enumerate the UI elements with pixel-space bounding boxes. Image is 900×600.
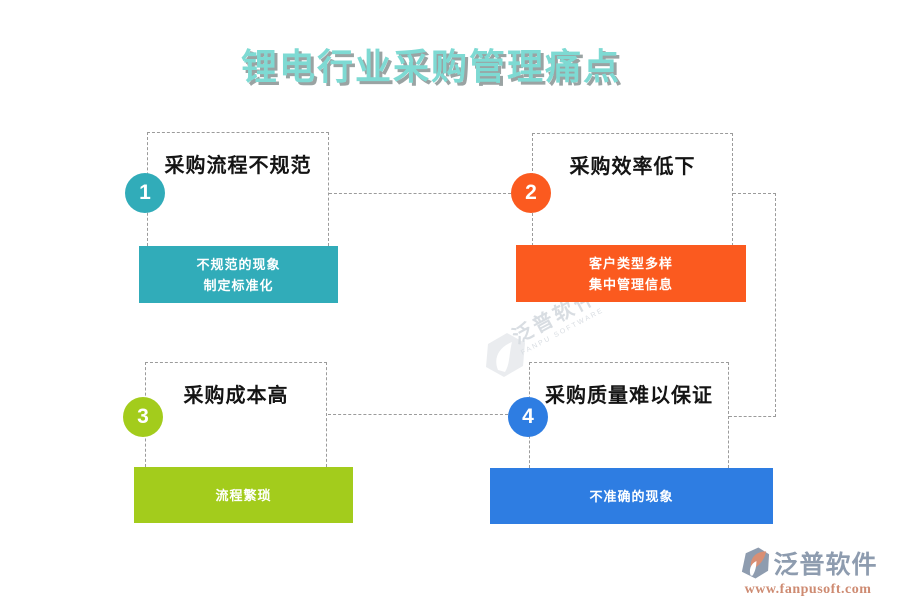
painpoint-4-frame: 采购质量难以保证 (529, 362, 729, 468)
painpoint-1-heading: 采购流程不规范 (164, 155, 312, 177)
footer-logo: 泛普软件 www.fanpusoft.com (728, 545, 888, 598)
connector-2-right-c (729, 416, 776, 417)
painpoint-2-solution-box: 客户类型多样 集中管理信息 (516, 245, 746, 302)
painpoint-1-frame: 采购流程不规范 (147, 132, 329, 246)
painpoint-3-solution-box: 流程繁琐 (134, 467, 353, 523)
connector-1-2 (329, 193, 511, 194)
painpoint-4-solution-line1: 不准确的现象 (589, 488, 674, 504)
footer-brand-text: 泛普软件 (773, 551, 878, 579)
painpoint-4-solution-box: 不准确的现象 (490, 468, 773, 524)
painpoint-1-solution-line1: 不规范的现象 (196, 256, 281, 272)
painpoint-1-solution-box: 不规范的现象 制定标准化 (139, 246, 338, 303)
connector-2-right-a (733, 193, 776, 194)
fanpu-logo-icon (738, 545, 771, 581)
painpoint-3-solution-line1: 流程繁琐 (215, 487, 272, 503)
painpoint-2-frame: 采购效率低下 (532, 133, 733, 246)
connector-2-right-b (775, 193, 776, 417)
painpoint-1-solution-line2: 制定标准化 (203, 277, 274, 293)
painpoint-4-number: 4 (508, 397, 548, 437)
painpoint-1-number: 1 (125, 173, 165, 213)
painpoint-3-frame: 采购成本高 (145, 362, 327, 467)
painpoint-4-heading: 采购质量难以保证 (545, 385, 713, 407)
connector-3-4 (328, 414, 508, 415)
painpoint-3-number: 3 (123, 397, 163, 437)
painpoint-2-solution-line1: 客户类型多样 (588, 255, 673, 271)
watermark-en-text: FANPU SOFTWARE (520, 306, 606, 357)
painpoint-2-number: 2 (511, 173, 551, 213)
watermark-logo-icon (480, 328, 528, 385)
painpoint-2-heading: 采购效率低下 (569, 156, 696, 178)
footer-url-text: www.fanpusoft.com (744, 582, 872, 597)
painpoint-3-heading: 采购成本高 (183, 385, 289, 407)
page-title: 锂电行业采购管理痛点 (240, 47, 621, 87)
painpoint-2-solution-line2: 集中管理信息 (588, 276, 673, 292)
